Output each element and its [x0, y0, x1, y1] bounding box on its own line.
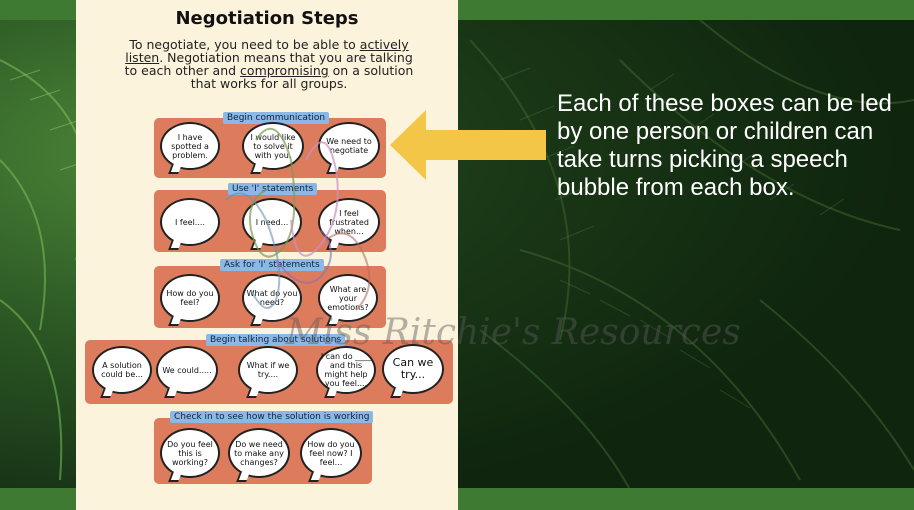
doc-intro: To negotiate, you need to be able to act… [124, 38, 414, 90]
instruction-text: Each of these boxes can be led by one pe… [557, 90, 897, 202]
speech-bubble: I can do ____ and this might help you fe… [316, 346, 376, 394]
step-label-2: Use 'I' statements [228, 183, 317, 195]
speech-bubble: What if we try.... [238, 346, 298, 394]
speech-bubble: I would like to solve it with you. [242, 122, 304, 170]
speech-bubble: I feel frustrated when... [318, 198, 380, 246]
step-label-3: Ask for 'I' statements [220, 259, 324, 271]
speech-bubble: Do we need to make any changes? [228, 428, 290, 478]
yellow-arrow-icon [390, 110, 546, 180]
step-label-5: Check in to see how the solution is work… [170, 411, 373, 423]
speech-bubble: I feel.... [160, 198, 220, 246]
speech-bubble: We could..... [156, 346, 218, 394]
doc-title: Negotiation Steps [76, 8, 458, 29]
watermark-text: Miss Ritchie's Resources [286, 312, 741, 353]
speech-bubble: I need... [242, 198, 302, 246]
speech-bubble: I have spotted a problem. [160, 122, 220, 170]
speech-bubble: How do you feel? [160, 274, 220, 322]
negotiation-document: Negotiation Steps To negotiate, you need… [76, 0, 458, 510]
speech-bubble: Do you feel this is working? [160, 428, 220, 478]
speech-bubble: How do you feel now? I feel... [300, 428, 362, 478]
speech-bubble: A solution could be... [92, 346, 152, 394]
speech-bubble: We need to negotiate [318, 122, 380, 170]
